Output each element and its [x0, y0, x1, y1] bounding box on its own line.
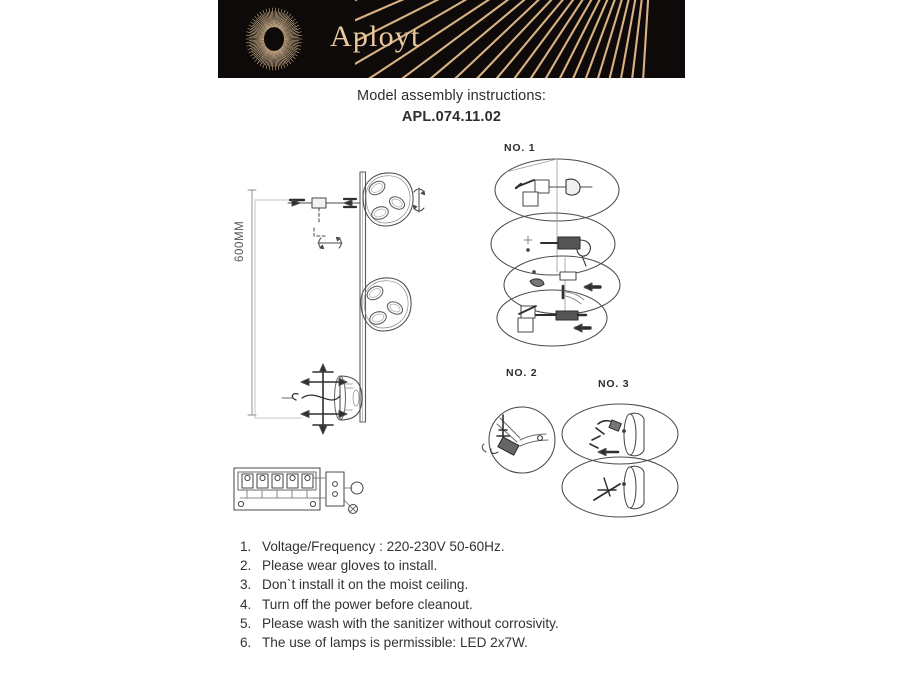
note-number: 4.: [240, 596, 252, 612]
note-text: Please wear gloves to install.: [262, 558, 438, 574]
title-instructions: Model assembly instructions:: [357, 88, 546, 104]
note-number: 1.: [240, 539, 252, 554]
note-text: Don`t install it on the moist ceiling.: [262, 577, 469, 593]
list-item: 3. Don`t install it on the moist ceiling…: [240, 575, 740, 594]
note-text: Please wash with the sanitizer without c…: [262, 615, 559, 631]
note-number: 5.: [240, 615, 252, 631]
note-number: 2.: [240, 558, 252, 574]
step2-panel: [481, 406, 556, 474]
terminal-block-diagram: [233, 467, 364, 515]
step3-panels: [561, 403, 679, 518]
instruction-list: 1. Voltage/Frequency : 220-230V 50-60Hz.…: [240, 537, 740, 652]
brand-name: Aployt: [330, 20, 421, 53]
list-item: 5. Please wash with the sanitizer withou…: [240, 614, 740, 633]
note-text: The use of lamps is permissible: LED 2x7…: [262, 635, 528, 651]
brand-banner: Aployt: [218, 0, 685, 78]
sunburst-logo-icon: [245, 7, 303, 71]
note-text: Voltage/Frequency : 220-230V 50-60Hz.: [262, 539, 505, 554]
note-number: 6.: [240, 635, 252, 651]
title-model-code: APL.074.11.02: [401, 109, 502, 125]
step-label-3: NO. 3: [598, 378, 630, 390]
note-text: Turn off the power before cleanout.: [262, 596, 473, 612]
list-item: 2. Please wear gloves to install.: [240, 556, 740, 575]
list-item: 6. The use of lamps is permissible: LED …: [240, 633, 740, 652]
page-title: Model assembly instructions: APL.074.11.…: [218, 88, 685, 125]
step-label-1: NO. 1: [504, 142, 536, 154]
note-number: 3.: [240, 577, 252, 593]
list-item: 4. Turn off the power before cleanout.: [240, 595, 740, 614]
list-item: 1. Voltage/Frequency : 220-230V 50-60Hz.: [240, 537, 740, 556]
step1-panels: [490, 158, 621, 347]
dimension-label: 600MM: [234, 220, 246, 262]
step-label-2: NO. 2: [506, 367, 538, 379]
